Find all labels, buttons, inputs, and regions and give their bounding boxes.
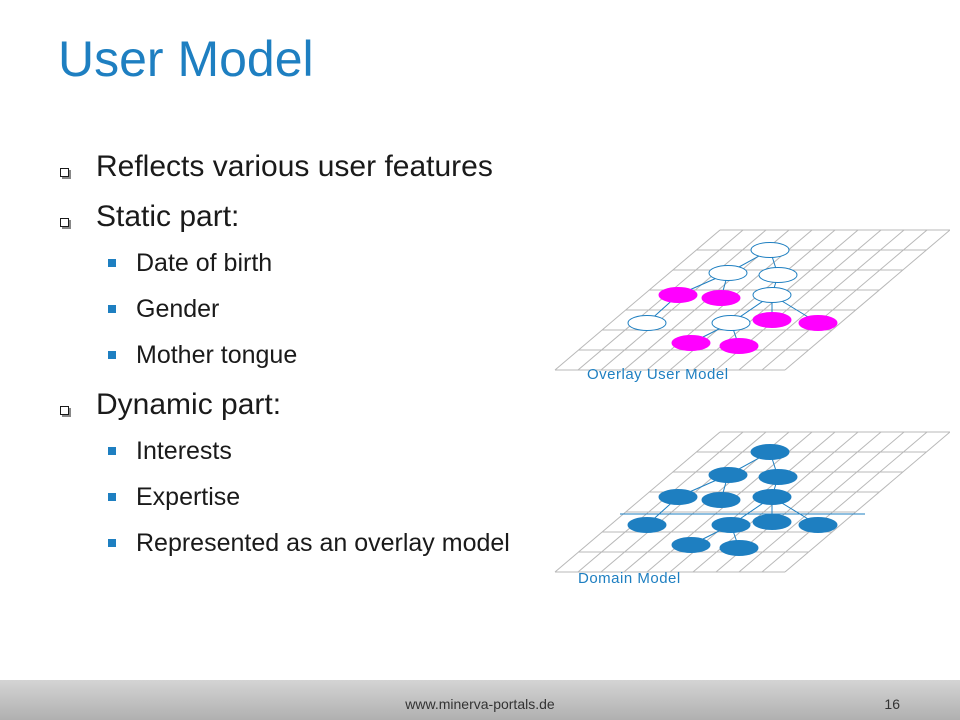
tree-node bbox=[758, 267, 798, 283]
bullet-item: Static part: bbox=[58, 198, 538, 236]
sub-bullet-item: Mother tongue bbox=[58, 340, 538, 371]
sub-bullet-text: Mother tongue bbox=[136, 341, 298, 369]
filled-square-bullet-icon bbox=[108, 447, 116, 455]
grid-line bbox=[784, 229, 950, 371]
tree-node bbox=[719, 338, 759, 354]
tree-node bbox=[671, 335, 711, 351]
footer-url[interactable]: www.minerva-portals.de bbox=[405, 696, 555, 712]
grid-line bbox=[761, 229, 928, 371]
tree-node bbox=[701, 290, 741, 306]
bullet-text: Static part: bbox=[96, 200, 240, 233]
sub-bullet-text: Gender bbox=[136, 295, 220, 323]
grid-line bbox=[761, 431, 928, 573]
tree-node bbox=[752, 312, 792, 328]
tree-node bbox=[627, 517, 667, 533]
bullet-text: Reflects various user features bbox=[96, 150, 493, 183]
domain-model-label: Domain Model bbox=[578, 570, 681, 587]
grid-line bbox=[784, 431, 950, 573]
filled-square-bullet-icon bbox=[108, 305, 116, 313]
tree-node bbox=[658, 489, 698, 505]
tree-node bbox=[708, 467, 748, 483]
overlay-user-model-label: Overlay User Model bbox=[587, 366, 729, 383]
tree-node bbox=[750, 242, 790, 258]
sub-bullet-text: Interests bbox=[136, 437, 232, 465]
grid-line bbox=[738, 229, 905, 371]
tree-node bbox=[658, 287, 698, 303]
tree-node bbox=[752, 514, 792, 530]
sub-bullet-item: Expertise bbox=[58, 482, 538, 513]
tree-node bbox=[627, 315, 667, 331]
tree-node bbox=[719, 540, 759, 556]
sub-bullet-item: Gender bbox=[58, 294, 538, 325]
bullet-item: Reflects various user features bbox=[58, 148, 538, 186]
square-bullet-icon bbox=[60, 406, 69, 415]
filled-square-bullet-icon bbox=[108, 351, 116, 359]
grid-line bbox=[554, 431, 721, 573]
tree-node bbox=[671, 537, 711, 553]
tree-node bbox=[798, 315, 838, 331]
tree-node bbox=[752, 489, 792, 505]
sub-bullet-item: Interests bbox=[58, 436, 538, 467]
page-number: 16 bbox=[884, 696, 900, 712]
tree-node bbox=[701, 492, 741, 508]
bullet-text: Dynamic part: bbox=[96, 388, 282, 421]
sub-bullet-text: Represented as an overlay model bbox=[136, 529, 510, 557]
footer-bar bbox=[0, 680, 960, 720]
sub-bullet-text: Date of birth bbox=[136, 249, 273, 277]
tree-node bbox=[711, 315, 751, 331]
tree-node bbox=[752, 287, 792, 303]
overlay-tree-nodes bbox=[627, 242, 838, 354]
tree-node bbox=[711, 517, 751, 533]
sub-bullet-text: Expertise bbox=[136, 483, 241, 511]
tree-node bbox=[758, 469, 798, 485]
sub-bullet-item: Represented as an overlay model bbox=[58, 528, 538, 559]
square-bullet-icon bbox=[60, 218, 69, 227]
filled-square-bullet-icon bbox=[108, 493, 116, 501]
overlay-model-diagram: Overlay User Model Domain Model bbox=[554, 229, 950, 587]
grid-line bbox=[738, 431, 905, 573]
bullet-item: Dynamic part: bbox=[58, 386, 538, 424]
grid-line bbox=[577, 229, 744, 371]
grid-line bbox=[577, 431, 744, 573]
tree-node bbox=[798, 517, 838, 533]
grid-line bbox=[554, 229, 721, 371]
domain-tree-nodes bbox=[627, 444, 838, 556]
filled-square-bullet-icon bbox=[108, 259, 116, 267]
domain-tree-edges bbox=[620, 451, 865, 549]
sub-bullet-item: Date of birth bbox=[58, 248, 538, 279]
square-bullet-icon bbox=[60, 168, 69, 177]
bullet-list: Reflects various user features Static pa… bbox=[58, 148, 538, 574]
tree-node bbox=[750, 444, 790, 460]
tree-node bbox=[708, 265, 748, 281]
filled-square-bullet-icon bbox=[108, 539, 116, 547]
slide-title: User Model bbox=[58, 31, 314, 87]
